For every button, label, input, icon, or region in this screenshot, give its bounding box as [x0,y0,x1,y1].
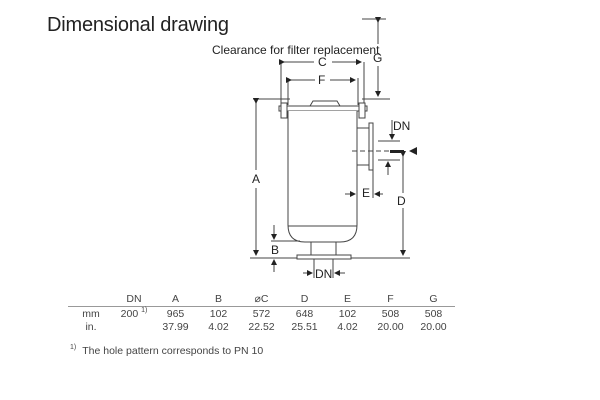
dim-label-dn-side: DN [393,119,411,133]
col-header-d: D [300,292,309,305]
dn-value: 200 [120,307,139,320]
dim-label-d: D [397,194,406,208]
unit-cell: in. [85,320,97,333]
dim-label-g: G [373,51,383,65]
value-cell-d: 648 [295,307,314,320]
value-cell-f: 508 [381,307,400,320]
footnote: 1) The hole pattern corresponds to PN 10 [70,344,264,357]
value-cell-g: 508 [424,307,443,320]
value-cell-g: 20.00 [420,320,447,333]
dn-cell [114,320,154,333]
value-cell-e: 4.02 [337,320,358,333]
clearance-label: Clearance for filter replacement [212,43,380,57]
dim-label-a: A [252,172,261,186]
col-header-a: A [171,292,179,305]
table-row-in: in. 37.99 4.02 22.52 25.51 4.02 20.00 20… [68,320,455,333]
col-header-b: B [214,292,222,305]
col-header-e: E [343,292,351,305]
dimension-table: DN A B ⌀C D E F G mm 200 1) 965 102 572 … [68,292,455,333]
footnote-ref: 1) [141,306,148,314]
page-title: Dimensional drawing [47,14,229,36]
dim-label-f: F [318,73,326,87]
col-header-dn: DN [126,292,142,305]
value-cell-b: 102 [209,307,228,320]
dn-cell: 200 1) [114,307,154,321]
unit-cell: mm [82,307,100,320]
filter-dimensional-drawing [250,17,417,278]
value-cell-d: 25.51 [291,320,318,333]
footnote-marker: 1) [70,344,77,351]
value-cell-e: 102 [338,307,357,320]
col-header-f: F [387,292,394,305]
value-cell-c: 572 [252,307,271,320]
dim-label-dn-bottom: DN [315,267,333,281]
value-cell-f: 20.00 [377,320,404,333]
value-cell-a: 965 [166,307,185,320]
col-header-g: G [429,292,438,305]
table-row-mm: mm 200 1) 965 102 572 648 102 508 508 [68,307,455,321]
value-cell-c: 22.52 [248,320,275,333]
dim-label-e: E [362,186,371,200]
col-header-unit [68,292,114,307]
col-header-c: ⌀C [254,292,269,305]
value-cell-a: 37.99 [162,320,189,333]
footnote-text: The hole pattern corresponds to PN 10 [82,345,264,357]
value-cell-b: 4.02 [208,320,229,333]
table-header-row: DN A B ⌀C D E F G [68,292,455,307]
dim-label-c: C [318,55,327,69]
dim-label-b: B [271,243,280,257]
